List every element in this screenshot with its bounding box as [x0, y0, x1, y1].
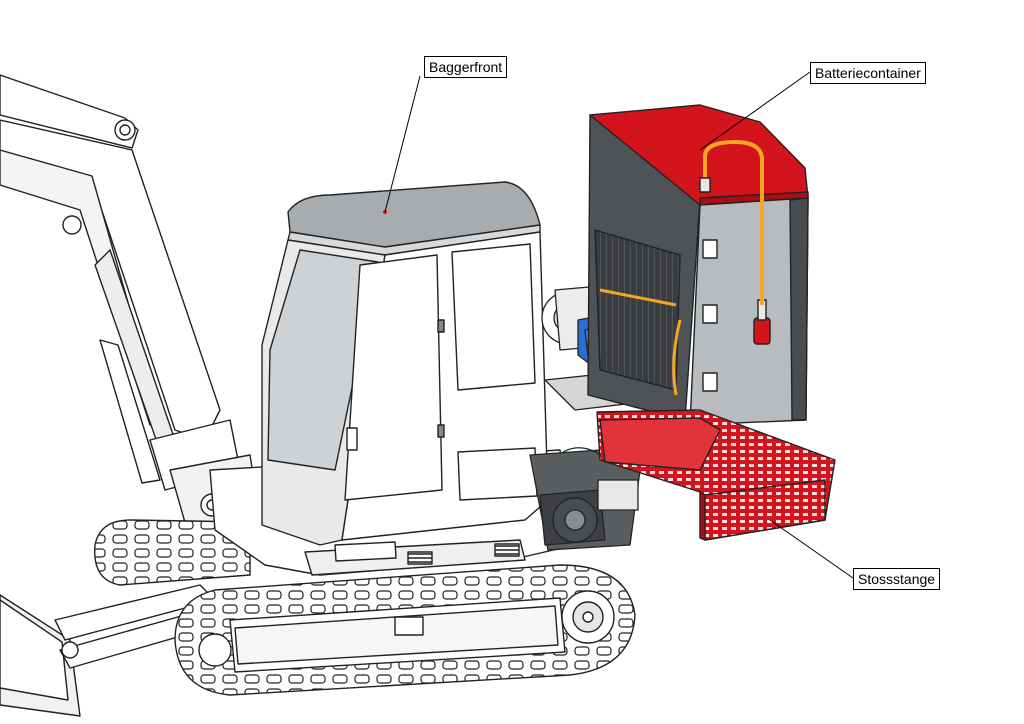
leader-battery [699, 71, 811, 151]
undercarriage [94, 519, 636, 696]
label-baggerfront: Baggerfront [424, 56, 508, 78]
label-stossstange: Stossstange [853, 568, 941, 590]
rear-electronics [529, 447, 641, 551]
dozer-blade [0, 584, 216, 717]
bumper [596, 409, 836, 541]
leader-bumper [769, 519, 854, 579]
battery-container [587, 104, 809, 426]
label-batteriecontainer: Batteriecontainer [810, 62, 926, 84]
cab [261, 181, 549, 546]
leader-front [384, 75, 421, 213]
leader-lines [384, 71, 854, 579]
